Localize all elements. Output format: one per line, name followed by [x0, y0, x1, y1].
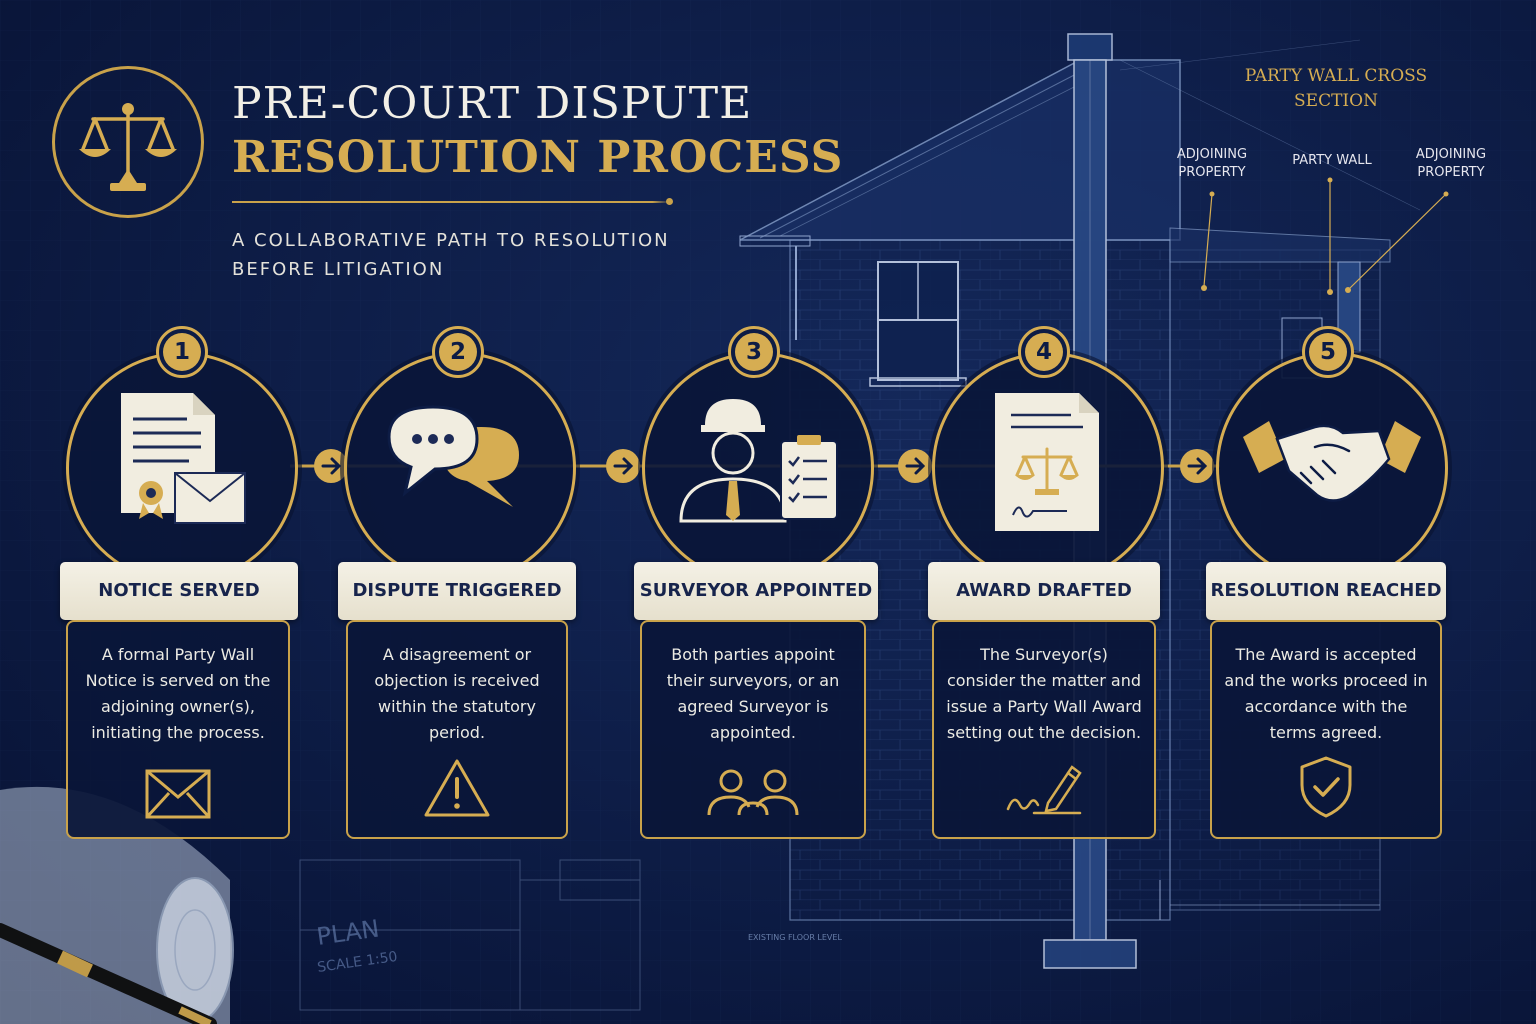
step-5-circle: [1216, 352, 1448, 584]
step-arrow-4: [1180, 449, 1214, 483]
plan-sketch: [299, 859, 641, 1011]
step-1-title: NOTICE SERVED: [60, 562, 298, 620]
warning-triangle-icon: [424, 759, 490, 817]
step-1-description: A formal Party Wall Notice is served on …: [85, 645, 271, 742]
party-wall-label: PARTY WALL: [1292, 153, 1372, 168]
arrow-right-icon: [613, 457, 634, 475]
step-arrow-3: [898, 449, 932, 483]
floor-note: EXISTING FLOOR LEVEL: [748, 933, 842, 942]
step-4-circle: [932, 352, 1164, 584]
page-title-line2: RESOLUTION PROCESS: [232, 132, 844, 183]
step-3-number-badge: 3: [728, 326, 780, 378]
step-2-circle: [344, 352, 576, 584]
step-2-title: DISPUTE TRIGGERED: [338, 562, 576, 620]
step-3-circle: [642, 352, 874, 584]
shield-check-icon: [1300, 756, 1352, 818]
page-title-line1: PRE-COURT DISPUTE: [232, 78, 753, 129]
step-5-card: The Award is accepted and the works proc…: [1210, 620, 1442, 839]
pen-signature-icon: [1006, 765, 1082, 815]
arrow-right-icon: [905, 457, 926, 475]
handshake-icon: [1243, 421, 1421, 502]
step-arrow-1: [314, 449, 348, 483]
step-3-title: SURVEYOR APPOINTED: [634, 562, 878, 620]
step-5-number-badge: 5: [1302, 326, 1354, 378]
step-1-number-badge: 1: [156, 326, 208, 378]
notice-document-envelope-icon: [121, 393, 246, 524]
rolled-blueprint: [0, 786, 234, 1024]
step-2-number: 2: [439, 333, 477, 371]
step-1-card: A formal Party Wall Notice is served on …: [66, 620, 290, 839]
step-5-number: 5: [1309, 333, 1347, 371]
step-4-description: The Surveyor(s) consider the matter and …: [946, 645, 1142, 742]
arrow-right-icon: [321, 457, 342, 475]
arrow-right-icon: [1187, 457, 1208, 475]
step-3-description: Both parties appoint their surveyors, or…: [666, 645, 840, 742]
scales-emblem: [52, 66, 204, 218]
cross-section-title: PARTY WALL CROSS SECTION: [1244, 66, 1428, 111]
surveyor-clipboard-icon: [679, 399, 838, 523]
step-2-number-badge: 2: [432, 326, 484, 378]
step-3-number: 3: [735, 333, 773, 371]
step-2-description: A disagreement or objection is received …: [374, 645, 540, 742]
envelope-icon: [145, 769, 211, 819]
adjoining-property-label-right: ADJOINING PROPERTY: [1415, 147, 1487, 180]
title-divider-dot: [666, 198, 673, 205]
scales-of-justice-icon: [79, 103, 177, 191]
step-5-description: The Award is accepted and the works proc…: [1224, 645, 1428, 742]
page-subtitle: A COLLABORATIVE PATH TO RESOLUTION BEFOR…: [232, 230, 670, 280]
step-4-title: AWARD DRAFTED: [928, 562, 1160, 620]
adjoining-property-label-left: ADJOINING PROPERTY: [1176, 147, 1248, 180]
step-1-number: 1: [163, 333, 201, 371]
step-arrow-2: [606, 449, 640, 483]
step-4-card: The Surveyor(s) consider the matter and …: [932, 620, 1156, 839]
step-1-circle: [66, 352, 298, 584]
step-4-number-badge: 4: [1018, 326, 1070, 378]
step-5-title: RESOLUTION REACHED: [1206, 562, 1446, 620]
two-people-icon: [707, 769, 799, 816]
step-3-card: Both parties appoint their surveyors, or…: [640, 620, 866, 839]
speech-bubbles-icon: [387, 405, 519, 507]
award-document-scales-icon: [995, 393, 1099, 531]
step-4-number: 4: [1025, 333, 1063, 371]
step-2-card: A disagreement or objection is received …: [346, 620, 568, 839]
title-divider: [232, 201, 670, 203]
